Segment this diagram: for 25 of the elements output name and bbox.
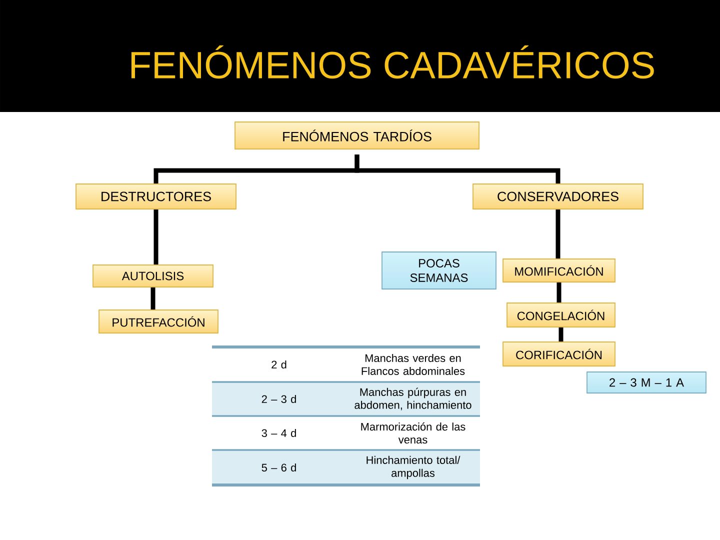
table-text: 3 – 4 d [262,428,296,438]
table-text: Marmorización de las venas [361,422,466,444]
process-box: DESTRUCTORES [76,184,236,210]
note-box: POCAS SEMANAS [382,252,496,290]
table-cell: Hinchamiento total/ ampollas [346,450,480,485]
connector-line [558,327,564,342]
table-text: 2 d [272,360,286,369]
table-cell: Manchas púrpuras en abdomen, hinchamiento [346,382,480,416]
table-cell: 5 – 6 d [212,450,346,485]
connector-line [354,154,560,184]
note-box: 2 – 3 M – 1 A [586,372,706,394]
connector-line [556,282,562,303]
process-box: AUTOLISIS [92,264,214,288]
table-cell: 2 – 3 d [212,382,346,416]
process-box: CORIFICACIÓN [502,342,616,366]
title: FENÓMENOS CADAVÉRICOS [131,45,654,79]
connector-line [556,209,560,259]
connector-line [150,287,156,310]
process-box: PUTREFACCIÓN [98,310,218,334]
process-box: CONSERVADORES [472,184,644,210]
process-box: CONGELACIÓN [506,302,616,328]
process-box: FENÓMENOS TARDÍOS [234,122,480,150]
table-text: Manchas verdes en Flancos abdominales [362,354,465,375]
process-box: MOMIFICACIÓN [502,258,616,282]
connector-line [154,209,158,265]
